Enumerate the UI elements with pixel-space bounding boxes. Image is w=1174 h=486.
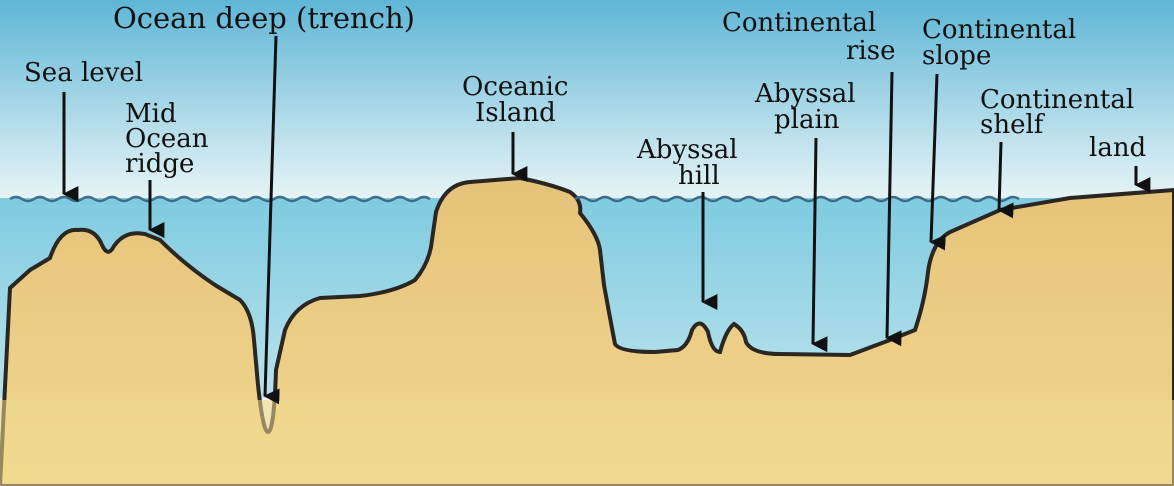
continental-slope-label-2: slope [922,41,991,71]
continental-shelf-arrow [999,142,1001,210]
sea-level-label: Sea level [24,58,143,88]
continental-rise-label-1: Continental [722,8,876,38]
abyssal-hill-label-2: hill [678,161,720,191]
continental-shelf-label-2: shelf [980,110,1046,140]
land-label: land [1089,133,1146,163]
ground-base [0,400,1174,486]
continental-rise-label-2: rise [846,36,895,66]
oceanic-island-label-2: Island [475,98,556,128]
mid-ocean-ridge-label-3: ridge [125,149,194,179]
abyssal-plain-label-2: plain [774,105,840,135]
ocean-deep-label: Ocean deep (trench) [113,1,415,35]
